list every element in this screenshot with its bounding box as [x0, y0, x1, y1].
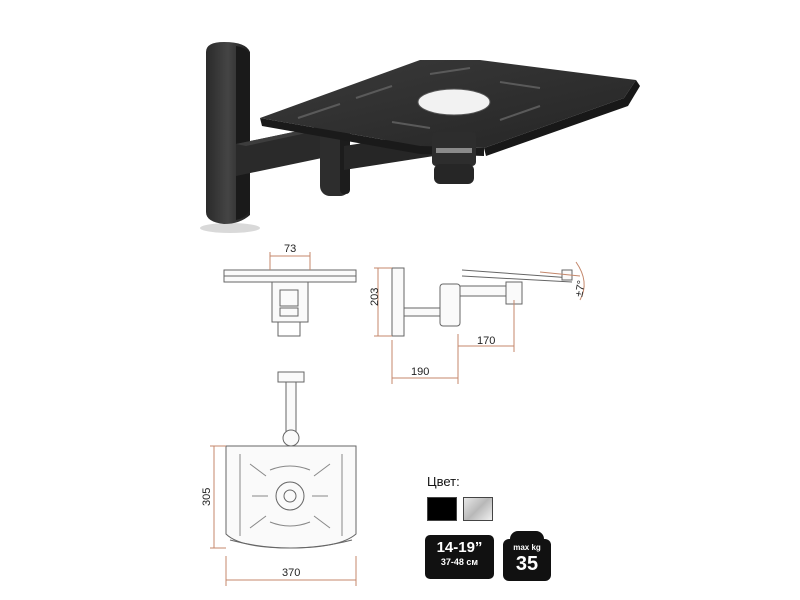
max-weight-badge: max kg 35 — [503, 531, 551, 581]
color-swatch-silver[interactable] — [463, 497, 493, 521]
dim-190-label: 190 — [411, 366, 429, 378]
screen-size-badge: 14-19” 37-48 см — [425, 535, 494, 579]
dim-305-label: 305 — [201, 488, 213, 506]
bracket-3d-render — [200, 42, 640, 233]
top-view-drawing — [223, 252, 357, 337]
screen-size-main: 14-19” — [436, 539, 483, 556]
dim-73-label: 73 — [284, 243, 296, 255]
screen-size-sub: 37-48 см — [440, 557, 479, 567]
side-view-drawing — [374, 261, 585, 384]
dim-203-label: 203 — [369, 288, 381, 306]
max-weight-value: 35 — [515, 553, 539, 575]
dim-170-label: 170 — [477, 335, 495, 347]
weight-badge-body: max kg 35 — [503, 539, 551, 581]
color-swatch-black[interactable] — [427, 497, 457, 521]
front-view-drawing — [210, 371, 357, 586]
weight-icon — [510, 531, 544, 541]
color-title: Цвет: — [427, 474, 460, 489]
dim-370-label: 370 — [282, 567, 300, 579]
dim-tilt-label: ±7° — [573, 279, 588, 297]
max-weight-label: max kg — [513, 543, 541, 552]
